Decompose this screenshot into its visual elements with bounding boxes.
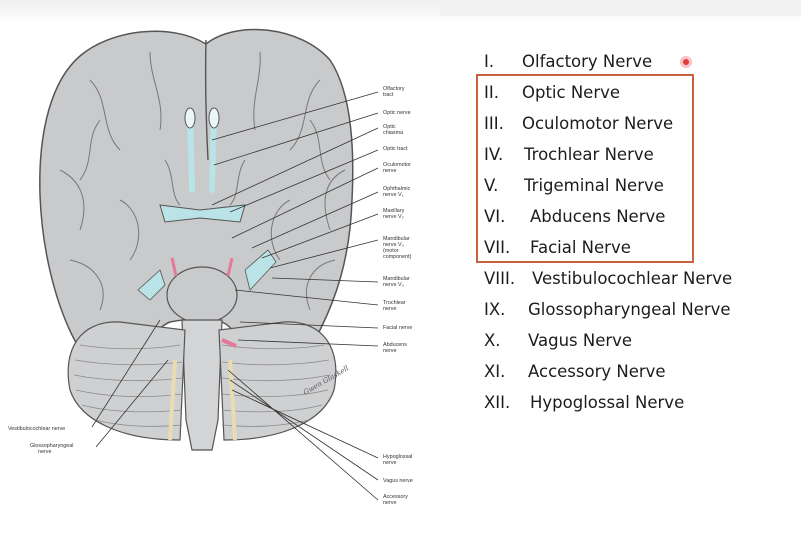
hypoglossal-yellow-right xyxy=(228,359,237,441)
trigeminal-nerve-left xyxy=(137,269,166,301)
nerve-name: Hypoglossal Nerve xyxy=(530,393,685,412)
trigeminal-nerve-right xyxy=(244,249,277,291)
label-olfactory-tract: Olfactory tract xyxy=(383,86,406,98)
nerve-name: Oculomotor Nerve xyxy=(522,114,674,133)
label-vagus-nerve: Vagus nerve xyxy=(383,478,413,484)
nerve-number: I. xyxy=(484,52,495,71)
brain-illustration xyxy=(39,28,354,451)
nerve-number: III. xyxy=(484,114,504,133)
nerve-number: VII. xyxy=(484,238,511,257)
nerve-item-10: X. Vagus Nerve xyxy=(484,328,632,354)
label-facial-nerve: Facial nerve xyxy=(383,325,412,331)
label-mandibular-nerve: Mandibular nerve V₃ xyxy=(383,276,411,288)
pointer-cursor-icon xyxy=(680,56,692,68)
nerve-item-9: IX. Glossopharyngeal Nerve xyxy=(484,297,731,323)
medulla xyxy=(181,319,223,451)
nerve-name: Glossopharyngeal Nerve xyxy=(528,300,731,319)
nerve-name: Abducens Nerve xyxy=(530,207,666,226)
label-oculomotor-nerve: Oculomotor nerve xyxy=(383,162,412,174)
nerve-item-5: V. Trigeminal Nerve xyxy=(484,173,664,199)
nerve-item-7: VII. Facial Nerve xyxy=(484,235,631,261)
nerve-number: IX. xyxy=(484,300,506,319)
longitudinal-fissure xyxy=(204,39,209,161)
label-maxillary-nerve: Maxillary nerve V₂ xyxy=(383,208,406,220)
gyri-lines xyxy=(59,51,346,311)
optic-chiasma xyxy=(159,204,246,223)
label-abducens-nerve: Abducens nerve xyxy=(383,342,408,354)
nerve-name: Vestibulocochlear Nerve xyxy=(532,269,733,288)
nerve-name: Facial Nerve xyxy=(530,238,631,257)
label-optic-tract: Optic tract xyxy=(383,146,408,152)
hypoglossal-yellow-left xyxy=(168,359,177,441)
nerve-item-12: XII. Hypoglossal Nerve xyxy=(484,390,684,416)
nerve-item-1: I. Olfactory Nerve xyxy=(484,49,652,75)
label-mandibular-nerve-motor: Mandibular nerve V₃ (motor component) xyxy=(383,236,412,260)
nerve-name: Vagus Nerve xyxy=(528,331,633,350)
nerve-number: II. xyxy=(484,83,499,102)
nerve-number: XII. xyxy=(484,393,511,412)
label-vestibulocochlear-nerve: Vestibulocochlear nerve xyxy=(8,426,65,432)
nerve-name: Accessory Nerve xyxy=(528,362,666,381)
abducens-nerve-pink xyxy=(221,338,237,348)
nerve-number: VI. xyxy=(484,207,506,226)
nerve-number: VIII. xyxy=(484,269,516,288)
nerve-item-8: VIII. Vestibulocochlear Nerve xyxy=(484,266,732,292)
pons xyxy=(166,266,238,324)
brain-inferior-view-diagram: Olfactory tract Optic nerve Optic chiasm… xyxy=(8,28,414,506)
nerve-item-6: VI. Abducens Nerve xyxy=(484,204,665,230)
leader-lines xyxy=(91,91,379,501)
label-ophthalmic-nerve: Ophthalmic nerve V₁ xyxy=(383,186,412,198)
label-trochlear-nerve: Trochlear nerve xyxy=(383,300,407,312)
nerve-name: Trigeminal Nerve xyxy=(524,176,664,195)
nerve-item-11: XI. Accessory Nerve xyxy=(484,359,666,385)
nerve-number: V. xyxy=(484,176,499,195)
nerve-item-4: IV. Trochlear Nerve xyxy=(484,142,654,168)
nerve-name: Olfactory Nerve xyxy=(522,52,653,71)
label-optic-chiasma: Optic chiasma xyxy=(383,124,403,136)
nerve-number: XI. xyxy=(484,362,506,381)
label-glossopharyngeal-nerve: Glossopharyngeal nerve xyxy=(30,443,75,455)
nerve-item-3: III. Oculomotor Nerve xyxy=(484,111,673,137)
label-accessory-nerve: Accessory nerve xyxy=(383,494,409,506)
nerve-number: X. xyxy=(484,331,501,350)
label-optic-nerve: Optic nerve xyxy=(383,110,411,116)
highlight-box xyxy=(476,74,694,263)
pink-nerve-left xyxy=(170,257,178,277)
nerve-item-2: II. Optic Nerve xyxy=(484,80,620,106)
label-hypoglossal-nerve: Hypoglossal nerve xyxy=(383,454,414,466)
top-edge-bar xyxy=(440,0,801,16)
nerve-number: IV. xyxy=(484,145,504,164)
pink-nerve-right xyxy=(226,257,234,277)
nerve-name: Optic Nerve xyxy=(522,83,621,102)
nerve-name: Trochlear Nerve xyxy=(524,145,654,164)
